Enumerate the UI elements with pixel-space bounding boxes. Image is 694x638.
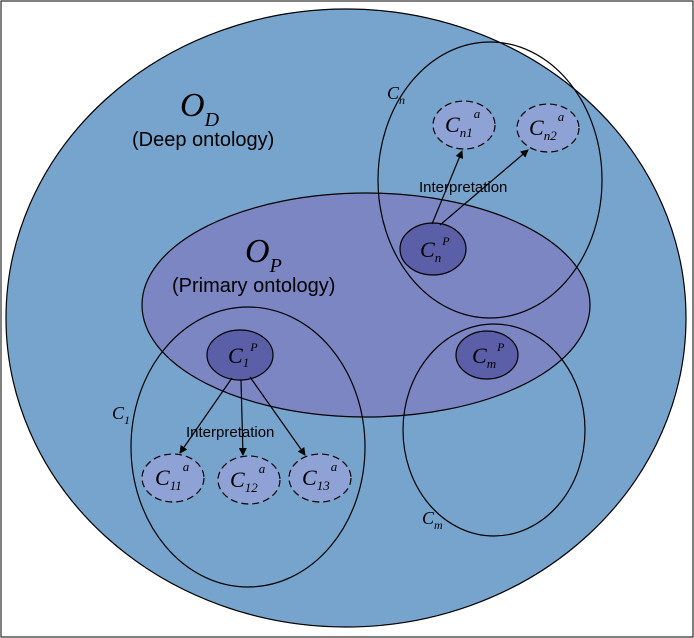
interpretation-label-cn: Interpretation <box>419 179 507 196</box>
node-c12a-ellipse <box>217 455 281 505</box>
deep-ontology-name: (Deep ontology) <box>132 129 274 151</box>
cluster-cn-label: Cn <box>387 83 405 107</box>
arrow-cnp-to-cn1a <box>431 150 464 225</box>
node-c11a-ellipse <box>141 453 205 503</box>
node-cn2a-label: Cn2a <box>529 109 565 143</box>
node-c13a-label: C13a <box>302 459 338 493</box>
node-c1p-ellipse <box>206 329 274 381</box>
node-cn1a-label: Cn1a <box>445 106 481 140</box>
interpretation-label-c1: Interpretation <box>186 424 274 441</box>
cluster-c1-label: C1 <box>112 403 130 427</box>
deep-ontology-symbol: OD <box>180 87 220 131</box>
primary-ontology-name: (Primary ontology) <box>172 275 335 297</box>
node-cnp-label: CnP <box>420 234 450 265</box>
primary-ontology-symbol: OP <box>245 233 282 277</box>
node-c13a-ellipse <box>288 453 352 503</box>
arrow-cnp-to-cn2a <box>439 149 529 226</box>
node-cmp-ellipse <box>455 330 519 380</box>
node-c12a-label: C12a <box>230 461 266 495</box>
arrow-c1p-to-c12a <box>238 379 247 456</box>
cluster-c1-ellipse <box>130 306 366 588</box>
node-c11a-label: C11a <box>155 459 190 493</box>
arrow-c1p-to-c13a <box>249 376 306 456</box>
primary-ontology-ellipse <box>141 192 591 418</box>
cluster-cm-ellipse <box>402 323 586 537</box>
node-c1p-label: C1P <box>228 340 258 370</box>
node-cn1a-ellipse <box>432 100 496 150</box>
cluster-cm-label: Cm <box>422 508 443 532</box>
node-cn2a-ellipse <box>516 103 580 153</box>
arrow-c1p-to-c11a <box>179 377 233 454</box>
node-cmp-label: CmP <box>472 340 505 371</box>
cluster-cn-ellipse <box>377 41 603 319</box>
